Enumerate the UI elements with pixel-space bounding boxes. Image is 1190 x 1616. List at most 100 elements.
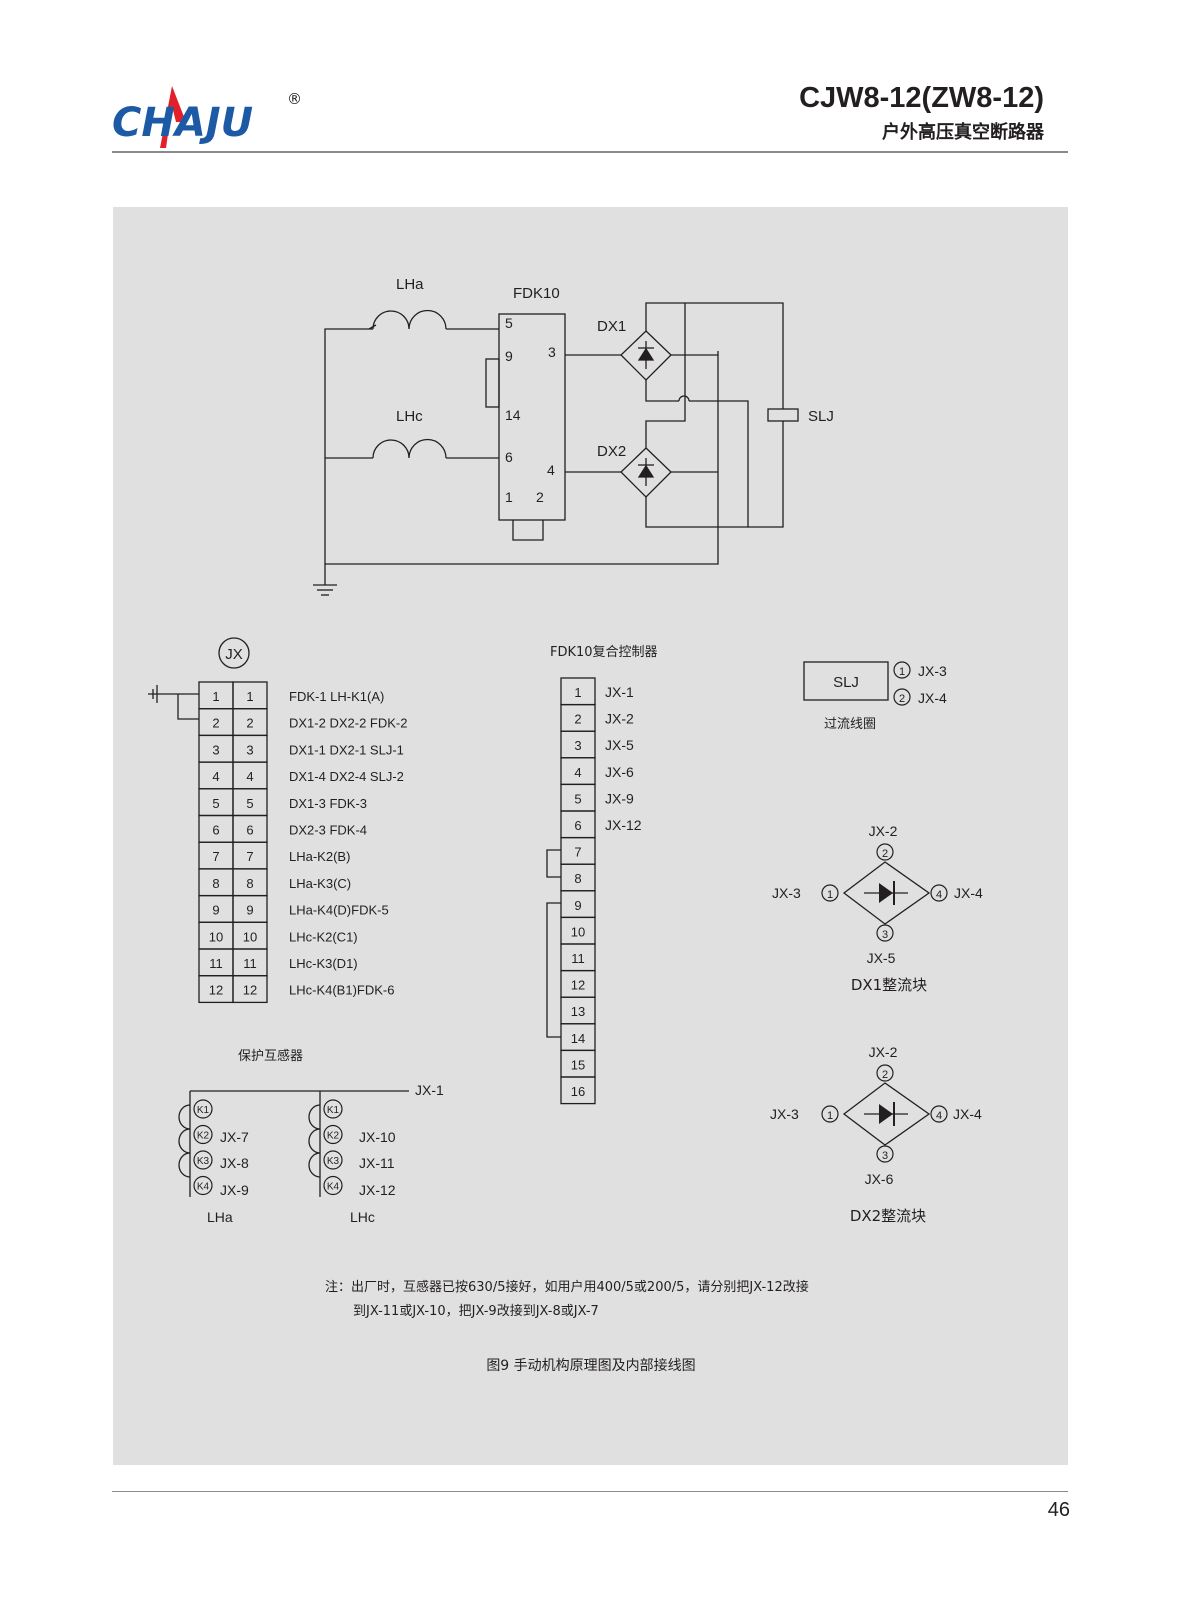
jx-terminal-left: 7 — [212, 849, 219, 864]
fdk-terminal-desc: JX-5 — [605, 737, 634, 753]
jx-terminal-left: 11 — [209, 956, 223, 971]
dx1-node-1: 1 — [827, 889, 833, 901]
fdk-terminal-num: 9 — [574, 898, 581, 913]
note-line-1: 注：出厂时，互感器已按630/5接好，如用户用400/5或200/5，请分别把J… — [325, 1279, 809, 1295]
jx-terminal-desc: FDK-1 LH-K1(A) — [289, 689, 384, 704]
dx2-node-3: 3 — [882, 1150, 888, 1162]
slj-caption: 过流线圈 — [824, 717, 876, 732]
jx-terminal-left: 4 — [212, 769, 219, 784]
logo-wordmark: CHAJU — [112, 100, 254, 146]
jx-terminal-desc: DX1-3 FDK-3 — [289, 796, 367, 811]
dx2-node-4: 4 — [936, 1110, 942, 1122]
jx-row: 1 1 FDK-1 LH-K1(A) — [198, 681, 384, 710]
dx1-bottom-label: JX-5 — [867, 950, 896, 966]
ct-terminal-label: K2 — [197, 1131, 210, 1142]
jx-terminal-right: 3 — [246, 742, 253, 757]
fdk-row: 6 JX-12 — [560, 810, 642, 839]
lha-label: LHa — [396, 276, 424, 293]
jx-terminal-left: 9 — [212, 903, 219, 918]
dx1-caption: DX1整流块 — [851, 976, 927, 994]
jx-terminal-left: 1 — [212, 689, 219, 704]
model-title: CJW8-12(ZW8-12) — [799, 82, 1044, 114]
fdk-row: 1 JX-1 — [560, 677, 634, 706]
jx-terminal-right: 5 — [246, 796, 253, 811]
dx2-node-1: 1 — [827, 1110, 833, 1122]
fdk-terminal-desc: JX-12 — [605, 817, 642, 833]
lhc-tap-label: JX-10 — [359, 1129, 396, 1145]
dx1-node-2: 2 — [882, 848, 888, 860]
dx2-left-label: JX-3 — [770, 1106, 799, 1122]
pin-label: 4 — [547, 462, 555, 478]
fdk10-block-title: FDK10复合控制器 — [550, 645, 658, 660]
jx-terminal-right: 12 — [243, 983, 257, 998]
dx1-top-label: JX-2 — [869, 823, 898, 839]
ct-block-title: 保护互感器 — [238, 1048, 303, 1064]
fdk-row: 14 — [560, 1023, 596, 1052]
jx-terminal-right: 11 — [243, 956, 257, 971]
ct-terminal-icon — [323, 1124, 343, 1145]
dx1-left-label: JX-3 — [772, 885, 801, 901]
wiring-diagram: LHa LHc FDK10 DX1 DX2 SLJ 5 9 3 14 6 4 1… — [148, 276, 983, 1374]
fdk-terminal-num: 1 — [574, 685, 581, 700]
fdk-terminal-num: 4 — [574, 765, 581, 780]
footer-divider — [112, 1491, 1068, 1492]
lhc-tap-label: JX-11 — [359, 1155, 395, 1171]
diagram-panel: LHa LHc FDK10 DX1 DX2 SLJ 5 9 3 14 6 4 1… — [113, 207, 1068, 1465]
fdk-terminal-num: 7 — [574, 845, 581, 860]
pin-label: 5 — [505, 315, 513, 331]
fdk-row: 7 — [560, 836, 596, 865]
pin-label: 1 — [505, 489, 513, 505]
dx2-block: JX-2 2 1 4 3 JX-3 JX-4 JX-6 DX2整流块 — [770, 1044, 982, 1225]
fdk-terminal-num: 6 — [574, 818, 581, 833]
slj-label: SLJ — [808, 408, 834, 425]
fdk-terminal-desc: JX-9 — [605, 790, 634, 806]
jx-terminal-desc: LHa-K4(D)FDK-5 — [289, 903, 389, 918]
ct-terminal-icon — [323, 1099, 343, 1119]
slj-block: SLJ 1 2 JX-3 JX-4 过流线圈 — [803, 661, 947, 732]
jx-terminal-desc: DX1-1 DX2-1 SLJ-1 — [289, 742, 404, 757]
fdk-row: 16 — [560, 1076, 596, 1105]
jx-terminal-right: 1 — [246, 689, 253, 704]
ct-terminal-icon — [193, 1175, 213, 1196]
dx2-caption: DX2整流块 — [850, 1207, 926, 1225]
dx1-node-4: 4 — [936, 889, 942, 901]
fdk10-box — [498, 313, 566, 521]
slj-pin-2-desc: JX-4 — [918, 690, 947, 706]
page-number: 46 — [1047, 1499, 1070, 1521]
slj-coil — [767, 408, 799, 422]
fdk-terminal-num: 15 — [571, 1057, 585, 1072]
ct-terminal-icon — [323, 1150, 343, 1170]
ct-terminal-icon — [193, 1124, 213, 1145]
brand-logo: CHAJU ® — [112, 82, 312, 154]
ct-terminal-icon — [323, 1175, 343, 1196]
pin-label: 14 — [505, 407, 521, 423]
slj-block-label: SLJ — [833, 674, 859, 691]
jx-terminal-desc: LHa-K2(B) — [289, 849, 350, 864]
ct-terminal-label: K3 — [327, 1156, 340, 1167]
ct-bus-label: JX-1 — [415, 1082, 444, 1098]
dx1-right-label: JX-4 — [954, 885, 983, 901]
jx-symbol: JX — [225, 646, 243, 663]
fdk-terminal-num: 14 — [571, 1031, 585, 1046]
ct-terminal-label: K2 — [327, 1131, 340, 1142]
logo-flame-icon — [160, 86, 186, 148]
lhc-tap-label: JX-12 — [359, 1182, 396, 1198]
ct-terminal-label: K3 — [197, 1156, 210, 1167]
fdk-row: 12 — [560, 969, 596, 998]
jx-terminal-left: 2 — [212, 716, 219, 731]
jx-terminal-desc: DX2-3 FDK-4 — [289, 823, 367, 838]
fdk-terminal-desc: JX-1 — [605, 684, 634, 700]
jx-terminal-left: 5 — [212, 796, 219, 811]
registered-mark: ® — [287, 90, 302, 108]
lhc-coil — [372, 438, 447, 459]
jx-terminal-desc: LHc-K2(C1) — [289, 929, 358, 944]
lha-tap-label: JX-7 — [220, 1129, 249, 1145]
dx1-block: JX-2 2 1 4 3 JX-3 JX-4 JX-5 DX1整流块 — [772, 823, 983, 994]
